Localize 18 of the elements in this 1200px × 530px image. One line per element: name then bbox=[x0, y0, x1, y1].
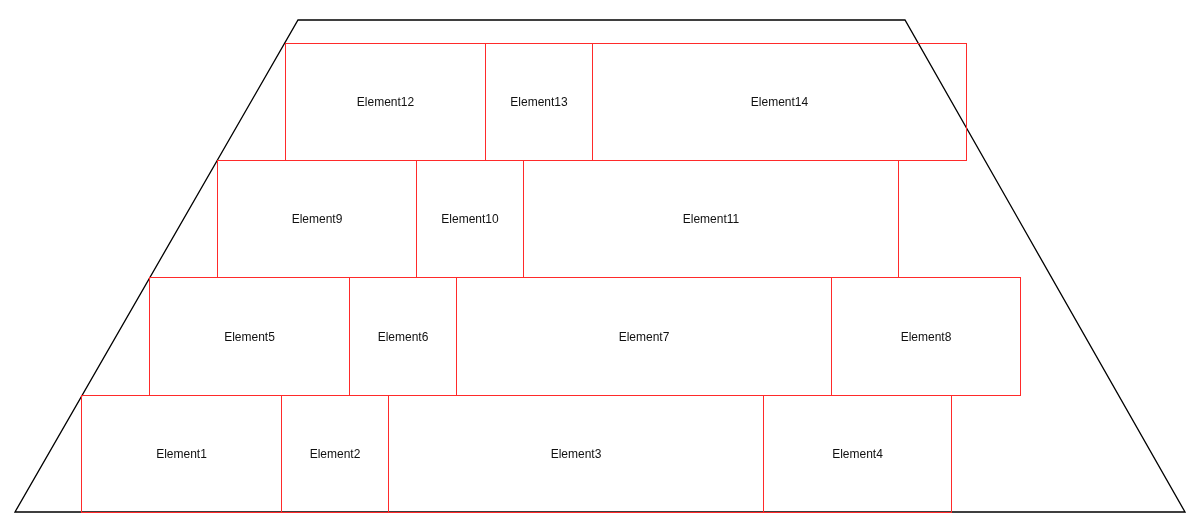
element-label: Element3 bbox=[550, 447, 602, 461]
element-box bbox=[763, 395, 952, 513]
element-label: Element2 bbox=[309, 447, 361, 461]
element-label: Element7 bbox=[618, 329, 670, 344]
element-label: Element4 bbox=[832, 447, 883, 461]
element-label: Element6 bbox=[377, 329, 429, 344]
element-label: Element5 bbox=[224, 329, 275, 344]
element-label: Element9 bbox=[291, 212, 343, 226]
element-label: Element12 bbox=[356, 95, 415, 109]
element-label: Element8 bbox=[900, 329, 952, 344]
element-label: Element11 bbox=[682, 212, 740, 226]
element-label: Element14 bbox=[750, 95, 809, 109]
element-box bbox=[592, 43, 967, 161]
element-box bbox=[81, 395, 282, 513]
element-label: Element13 bbox=[510, 95, 568, 109]
element-label: Element10 bbox=[441, 212, 499, 226]
element-box bbox=[285, 43, 486, 161]
element-label: Element1 bbox=[156, 447, 207, 461]
